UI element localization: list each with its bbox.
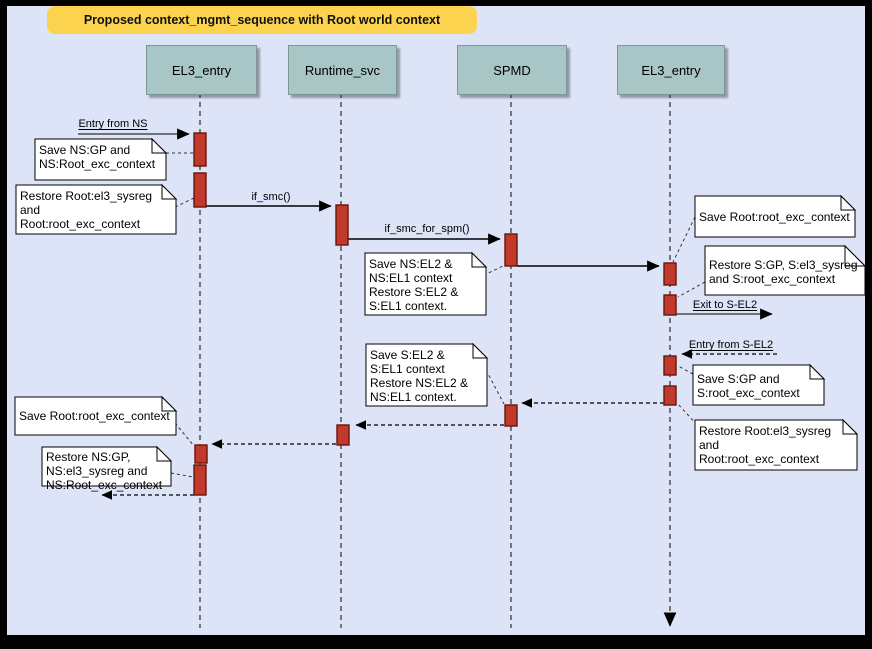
diagram-canvas [7, 6, 865, 635]
actor-label: SPMD [493, 62, 531, 78]
message-label-exit-to-s-el2: Exit to S-EL2 [692, 299, 758, 311]
note-shape-restore-s-gp [704, 245, 866, 296]
note-save-root-right: Save Root:root_exc_context [699, 210, 850, 224]
connector-note-restore-root-left [174, 197, 195, 208]
note-save-s-el2: Save S:EL2 & S:EL1 context Restore NS:EL… [370, 348, 469, 404]
message-label-if-smc: if_smc() [251, 191, 291, 203]
activation-spmd-1 [504, 233, 518, 267]
activation-spmd-2 [504, 404, 518, 427]
note-shape-save-s-gp [692, 364, 825, 406]
activation-el3r-1 [663, 262, 677, 286]
activation-el3r-3 [663, 355, 677, 376]
actor-el3-entry-left: EL3_entry [146, 45, 257, 95]
actor-label: Runtime_svc [304, 62, 381, 78]
connector-note-save-s-gp [677, 365, 694, 375]
actor-label: EL3_entry [171, 62, 232, 78]
connector-note-restore-s-gp [677, 281, 706, 298]
activation-el3l-3 [194, 444, 208, 464]
actor-runtime-svc: Runtime_svc [288, 45, 397, 95]
actor-spmd: SPMD [457, 45, 567, 95]
note-shape-save-root-left [14, 396, 177, 436]
activation-runtime-1 [335, 204, 349, 246]
note-shape-save-ns-gp [34, 138, 167, 181]
note-restore-ns-gp: Restore NS:GP, NS:el3_sysreg and NS:Root… [46, 450, 163, 492]
message-label-entry-from-s-el2: Entry from S-EL2 [688, 339, 774, 351]
activation-el3l-4 [193, 464, 207, 496]
note-shape-restore-root-right [694, 419, 858, 471]
note-save-s-gp: Save S:GP and S:root_exc_context [697, 372, 800, 400]
note-shape-save-ns-el2 [364, 252, 487, 316]
note-save-root-left: Save Root:root_exc_context [19, 409, 170, 423]
note-shape-restore-root-left [15, 184, 177, 235]
message-label-if-smc-for-spm: if_smc_for_spm() [384, 223, 470, 235]
connector-note-save-ns-el2 [477, 264, 506, 279]
connector-note-restore-ns-gp [170, 472, 194, 478]
activation-el3l-1 [193, 132, 207, 167]
note-restore-root-right: Restore Root:el3_sysreg and Root:root_ex… [699, 424, 832, 466]
actor-el3-entry-right: EL3_entry [617, 45, 725, 95]
note-restore-root-left: Restore Root:el3_sysreg and Root:root_ex… [20, 189, 153, 231]
diagram-title: Proposed context_mgmt_sequence with Root… [47, 6, 477, 34]
actor-label: EL3_entry [641, 62, 701, 78]
connector-note-save-root-left [174, 422, 195, 447]
connector-note-restore-root-right [677, 403, 698, 426]
activation-el3r-4 [663, 385, 677, 406]
message-label-entry-from-ns: Entry from NS [78, 118, 148, 130]
note-shape-save-s-el2 [365, 343, 488, 407]
note-shape-save-root-right [694, 195, 856, 238]
note-shape-restore-ns-gp [41, 446, 172, 487]
note-save-ns-gp: Save NS:GP and NS:Root_exc_context [39, 143, 156, 171]
activation-el3r-2 [663, 294, 677, 316]
connector-note-save-s-el2 [485, 369, 505, 405]
activation-el3l-2 [193, 172, 207, 208]
activation-runtime-2 [336, 424, 350, 446]
note-restore-s-gp: Restore S:GP, S:el3_sysreg and S:root_ex… [709, 258, 858, 286]
note-save-ns-el2: Save NS:EL2 & NS:EL1 context Restore S:E… [369, 257, 459, 313]
connector-note-save-root-right [672, 216, 696, 263]
